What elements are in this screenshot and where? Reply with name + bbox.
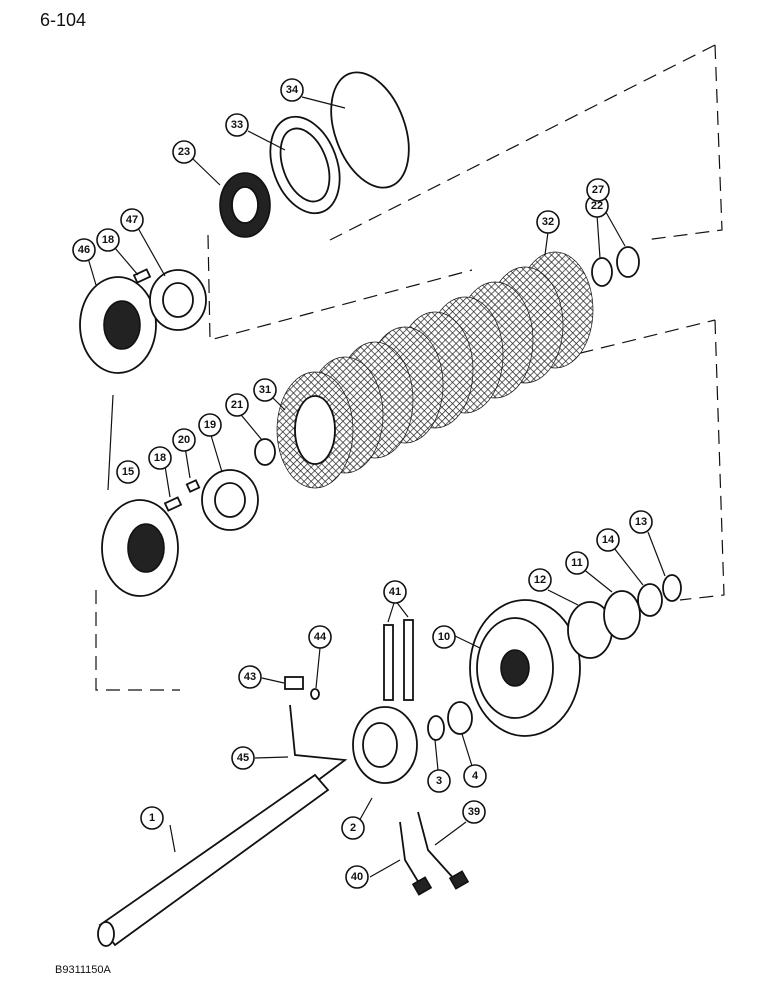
callout-11: 11: [565, 551, 589, 575]
spring-18-lower: [163, 496, 183, 512]
callout-34: 34: [280, 78, 304, 102]
svg-text:31: 31: [259, 384, 271, 396]
svg-text:33: 33: [231, 119, 243, 131]
callout-13: 13: [629, 510, 653, 534]
callout-1: 1: [140, 806, 164, 830]
callout-44: 44: [308, 625, 332, 649]
tube-45: [289, 704, 348, 791]
svg-text:44: 44: [314, 631, 327, 643]
pipe-40: [399, 821, 423, 889]
callout-33: 33: [225, 113, 249, 137]
callout-43: 43: [238, 665, 262, 689]
svg-text:19: 19: [204, 419, 216, 431]
svg-text:20: 20: [178, 434, 190, 446]
tube-41b: [403, 619, 414, 701]
callout-18-lower: 18: [148, 446, 172, 470]
svg-text:4: 4: [472, 770, 479, 782]
figure-code: B9311150A: [55, 964, 111, 976]
svg-text:13: 13: [635, 516, 647, 528]
pipe-40-nut: [411, 876, 433, 896]
svg-text:23: 23: [178, 146, 190, 158]
pipe-39-nut: [448, 870, 470, 890]
callout-41: 41: [383, 580, 407, 604]
svg-text:12: 12: [534, 574, 546, 586]
callout-12: 12: [528, 568, 552, 592]
svg-text:27: 27: [592, 184, 604, 196]
svg-text:15: 15: [122, 466, 134, 478]
callout-40: 40: [345, 865, 369, 889]
callout-39: 39: [462, 800, 486, 824]
svg-text:39: 39: [468, 806, 480, 818]
spring-plate-47-inner: [162, 282, 194, 318]
callout-31: 31: [253, 378, 277, 402]
seal-ring-4: [447, 701, 473, 735]
spring-18-upper: [132, 268, 152, 284]
svg-text:2: 2: [350, 822, 356, 834]
leader-lines: [87, 96, 666, 878]
seal-ring-11: [603, 590, 641, 640]
page-number: 6-104: [40, 10, 87, 30]
housing-2-bore: [362, 722, 398, 768]
callout-20: 20: [172, 428, 196, 452]
svg-text:18: 18: [102, 234, 114, 246]
callout-46: 46: [72, 238, 96, 262]
clutch-disc-pack: [276, 251, 594, 489]
callout-45: 45: [231, 746, 255, 770]
svg-text:34: 34: [286, 84, 299, 96]
svg-text:14: 14: [602, 534, 615, 546]
seal-ring-13: [662, 574, 682, 602]
spring-plate-19-inner: [214, 482, 246, 518]
assembly-line-middle: [95, 319, 725, 691]
o-ring-44: [310, 688, 320, 700]
callout-18-upper: 18: [96, 228, 120, 252]
pin-20: [185, 479, 201, 493]
elbow-fitting-43: [284, 676, 304, 690]
svg-text:41: 41: [389, 586, 401, 598]
callout-10: 10: [432, 625, 456, 649]
callout-27: 27: [586, 178, 610, 202]
svg-text:40: 40: [351, 871, 363, 883]
piston-15-arrow: [107, 394, 114, 491]
piston-15-hub: [127, 523, 165, 573]
callout-3: 3: [427, 769, 451, 793]
snap-ring-21: [254, 438, 276, 466]
tube-41a: [383, 624, 394, 701]
callout-15: 15: [116, 460, 140, 484]
svg-text:3: 3: [436, 775, 442, 787]
svg-text:10: 10: [438, 631, 450, 643]
svg-text:43: 43: [244, 671, 256, 683]
clutch-hub-23-bore: [231, 186, 259, 224]
svg-text:22: 22: [591, 200, 603, 212]
callout-4: 4: [463, 764, 487, 788]
svg-text:21: 21: [231, 399, 243, 411]
svg-text:1: 1: [149, 812, 155, 824]
callout-2: 2: [341, 816, 365, 840]
svg-text:47: 47: [126, 214, 138, 226]
svg-text:11: 11: [571, 557, 583, 569]
input-shaft-1: [98, 773, 330, 947]
snap-ring-22: [591, 257, 613, 287]
assembly-line-upper: [207, 44, 723, 341]
snap-ring-34: [330, 71, 410, 189]
callout-21: 21: [225, 393, 249, 417]
callout-47: 47: [120, 208, 144, 232]
input-shaft-1-end: [97, 921, 115, 947]
svg-text:46: 46: [78, 244, 90, 256]
seal-ring-14: [637, 583, 663, 617]
callout-23: 23: [172, 140, 196, 164]
svg-text:45: 45: [237, 752, 249, 764]
callout-19: 19: [198, 413, 222, 437]
snap-ring-27: [616, 246, 640, 278]
svg-text:32: 32: [542, 216, 554, 228]
clutch-drum-10-hub: [500, 649, 530, 687]
pipe-39: [417, 811, 456, 881]
svg-text:18: 18: [154, 452, 166, 464]
backing-plate-33-inner: [279, 127, 331, 203]
callout-14: 14: [596, 528, 620, 552]
snap-ring-3: [427, 715, 445, 741]
callout-32: 32: [536, 210, 560, 234]
piston-46-hub: [103, 300, 141, 350]
